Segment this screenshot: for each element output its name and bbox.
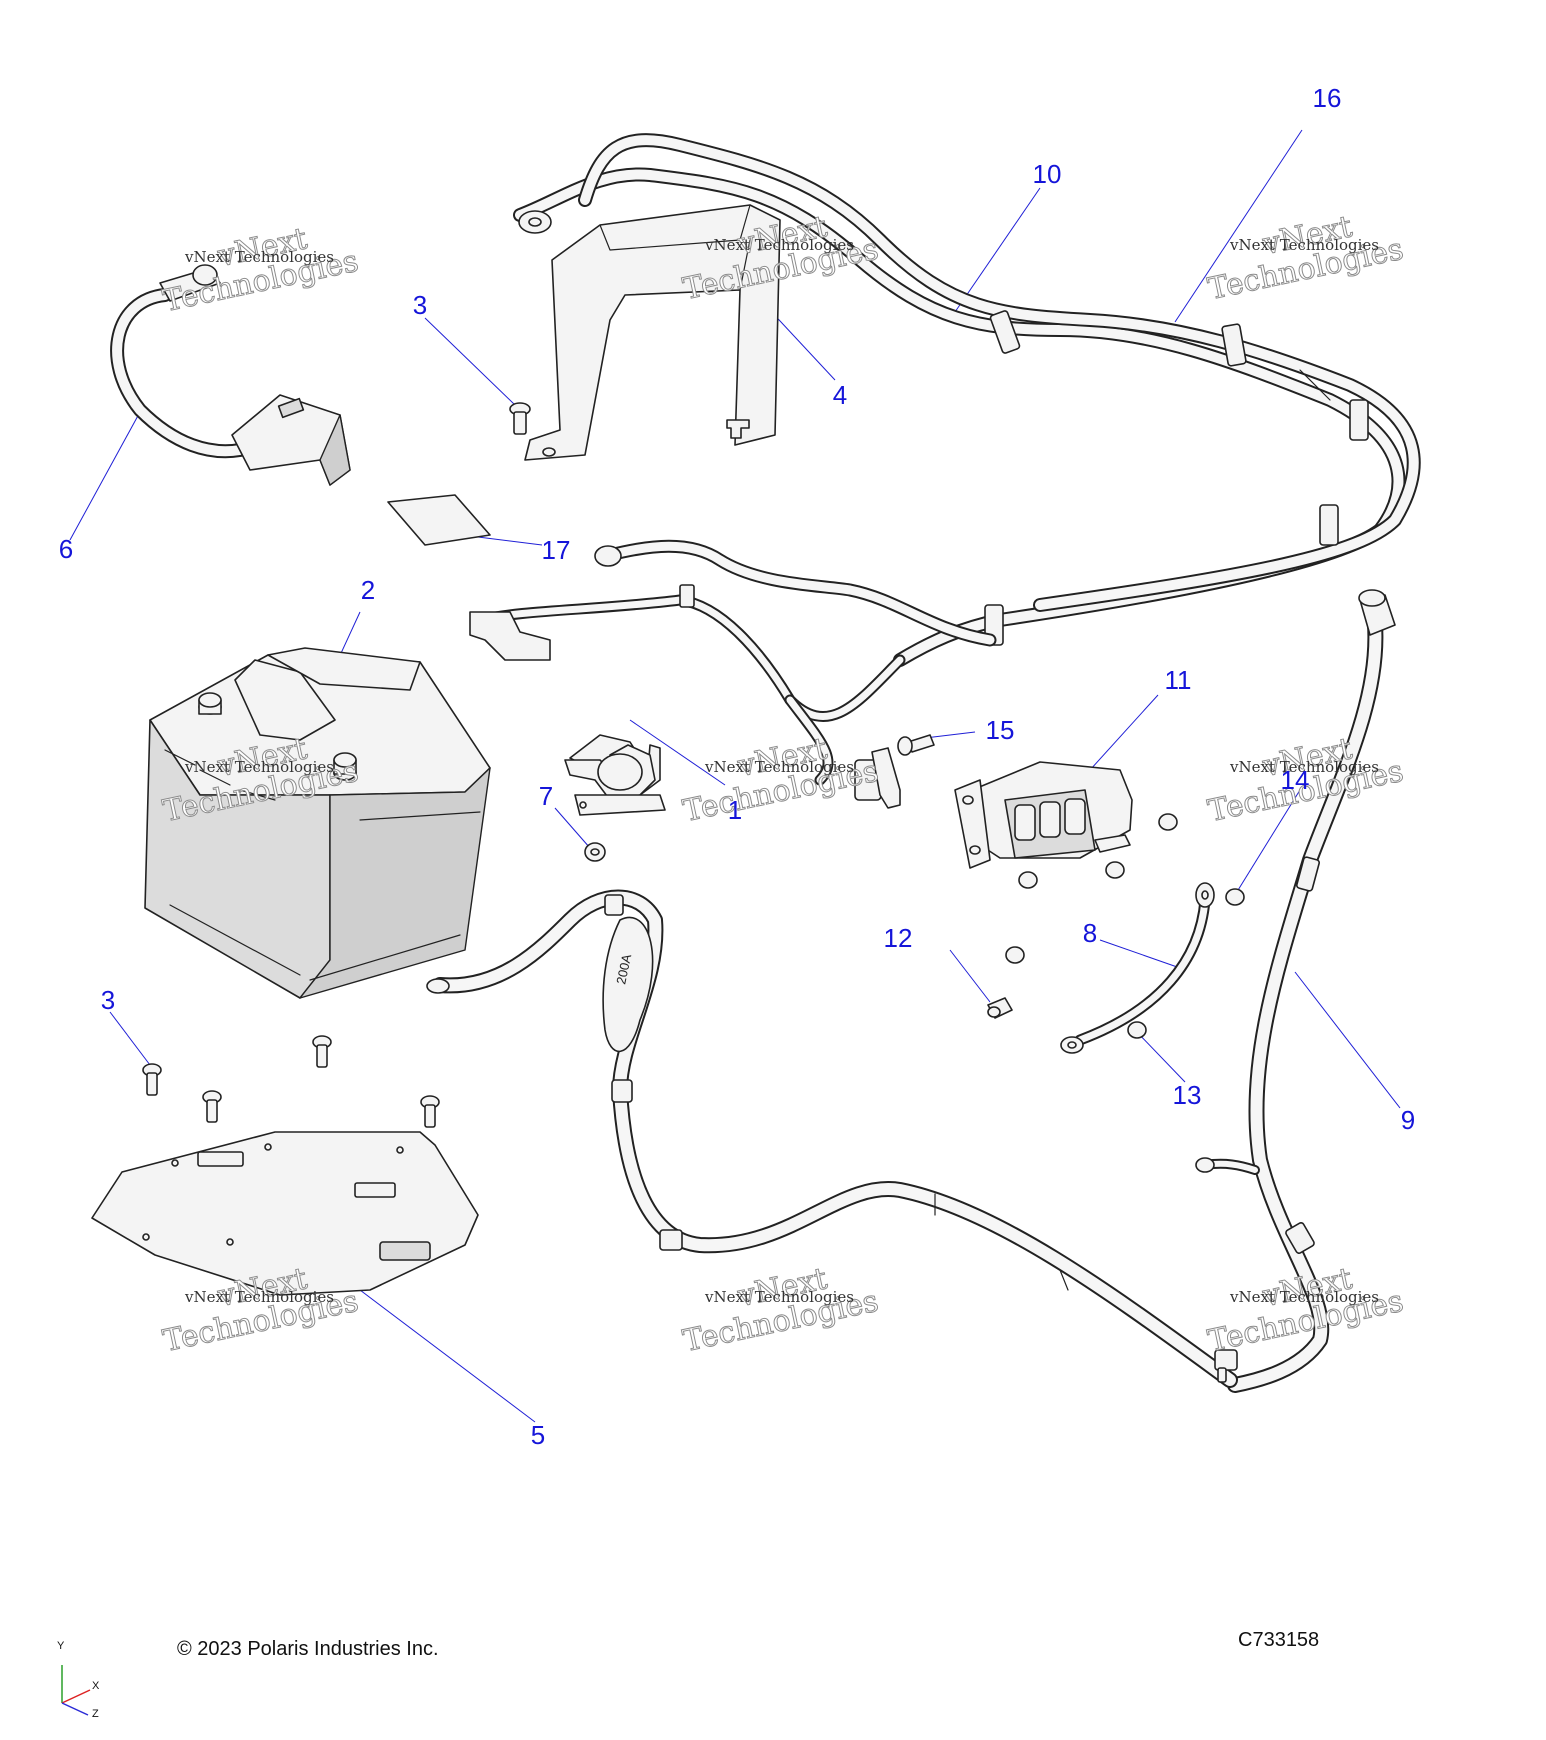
- leader-10: [954, 187, 1041, 313]
- callout-3-top[interactable]: 3: [412, 290, 428, 320]
- pad-17: [387, 494, 491, 546]
- leader-12: [949, 949, 991, 1003]
- leader-15: [924, 731, 976, 739]
- leader-17: [477, 536, 543, 546]
- bolt-lower-3: [312, 1035, 332, 1068]
- fuse-box-11: [954, 761, 1178, 964]
- leader-16: [1174, 129, 1303, 323]
- leader-1: [629, 719, 726, 786]
- leader-3-bottom: [109, 1011, 151, 1066]
- leader-7: [554, 807, 591, 849]
- bolt-top: [509, 402, 531, 435]
- screw-15: [897, 734, 935, 756]
- nut-13: [1127, 1021, 1147, 1039]
- leader-11: [1089, 694, 1159, 771]
- callout-14[interactable]: 14: [1280, 765, 1310, 795]
- ground-strap-8: [1060, 882, 1215, 1054]
- axis-z-label: Z: [92, 1708, 99, 1720]
- callout-3-bottom[interactable]: 3: [100, 985, 116, 1015]
- leader-9: [1294, 971, 1401, 1109]
- callout-16[interactable]: 16: [1312, 83, 1342, 113]
- axes-indicator: [61, 1665, 91, 1716]
- fuse-label: 200A: [613, 952, 634, 985]
- callout-6[interactable]: 6: [58, 534, 74, 564]
- main-cable: 200A: [426, 889, 1238, 1388]
- leader-5: [359, 1289, 536, 1423]
- leader-lines: [69, 129, 1401, 1423]
- bolts-3: [142, 402, 531, 1128]
- battery-tray-5: [91, 1131, 479, 1296]
- battery-cable-9: [1195, 589, 1396, 1393]
- leader-6: [69, 411, 141, 541]
- harness-bracket: [871, 747, 901, 809]
- leader-3-top: [424, 317, 516, 406]
- callout-11[interactable]: 11: [1164, 665, 1192, 695]
- callout-9[interactable]: 9: [1400, 1105, 1416, 1135]
- axis-y-label: Y: [57, 1640, 65, 1652]
- callout-15[interactable]: 15: [985, 715, 1015, 745]
- callout-2[interactable]: 2: [360, 575, 376, 605]
- callout-7[interactable]: 7: [538, 781, 554, 811]
- leader-8: [1099, 939, 1181, 969]
- callout-5[interactable]: 5: [530, 1420, 546, 1450]
- callout-4[interactable]: 4: [832, 380, 848, 410]
- bolt-12: [987, 997, 1013, 1019]
- bolt-lower-1: [142, 1063, 162, 1096]
- bolt-lower-2: [202, 1090, 222, 1123]
- drawing-number: C733158: [1238, 1629, 1320, 1651]
- jumper-cable-6: [110, 264, 351, 486]
- bolt-lower-4: [420, 1095, 440, 1128]
- callout-8[interactable]: 8: [1082, 918, 1098, 948]
- leader-13: [1134, 1029, 1186, 1083]
- callout-12[interactable]: 12: [883, 923, 913, 953]
- callout-17[interactable]: 17: [541, 535, 571, 565]
- callout-10[interactable]: 10: [1032, 159, 1062, 189]
- leader-14: [1234, 789, 1301, 896]
- battery-bracket-4: [524, 204, 781, 461]
- cable-branch: [469, 539, 997, 801]
- battery-2: [144, 647, 491, 999]
- solenoid-1: [564, 734, 666, 816]
- cable-harness-16: [513, 133, 1421, 667]
- callout-1[interactable]: 1: [727, 795, 743, 825]
- nut-7: [584, 842, 606, 862]
- callout-13[interactable]: 13: [1172, 1080, 1202, 1110]
- axis-x-label: X: [92, 1680, 100, 1692]
- nut-14: [1225, 888, 1245, 906]
- copyright-text: © 2023 Polaris Industries Inc.: [177, 1638, 439, 1660]
